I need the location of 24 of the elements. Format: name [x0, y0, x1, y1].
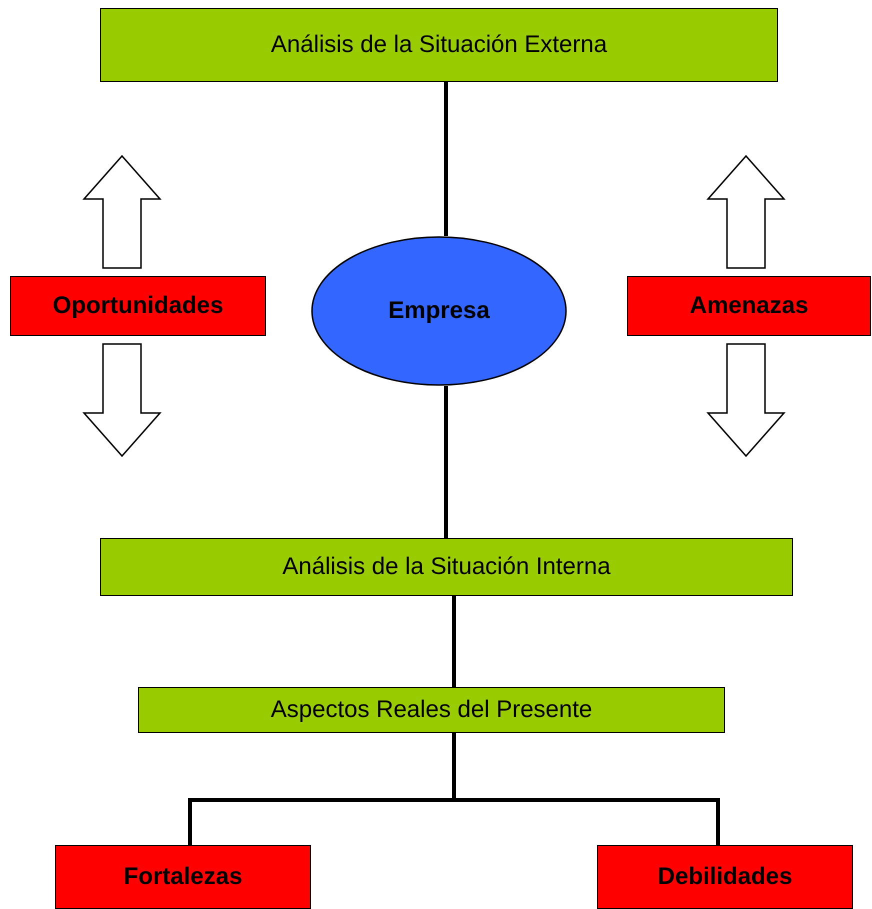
connector-line	[444, 386, 448, 538]
block-arrow	[82, 343, 162, 458]
box-label: Amenazas	[690, 292, 808, 320]
category-box	[10, 276, 266, 336]
section-box	[138, 687, 725, 733]
category-box	[597, 845, 853, 909]
block-arrow	[706, 154, 786, 269]
company-ellipse	[311, 236, 567, 386]
category-box	[627, 276, 871, 336]
block-arrow	[706, 343, 786, 458]
connector-line	[452, 596, 456, 687]
block-arrow	[82, 154, 162, 269]
box-label: Análisis de la Situación Interna	[282, 554, 611, 580]
category-box	[55, 845, 311, 909]
connector-line	[444, 82, 448, 236]
box-label: Oportunidades	[52, 292, 224, 320]
box-label: Fortalezas	[124, 864, 242, 890]
section-box	[100, 8, 778, 82]
box-label: Empresa	[388, 298, 490, 324]
section-box	[100, 538, 793, 596]
connector-line	[452, 733, 720, 845]
box-label: Debilidades	[658, 864, 792, 890]
box-label: Análisis de la Situación Externa	[270, 32, 608, 58]
box-label: Aspectos Reales del Presente	[270, 696, 592, 724]
